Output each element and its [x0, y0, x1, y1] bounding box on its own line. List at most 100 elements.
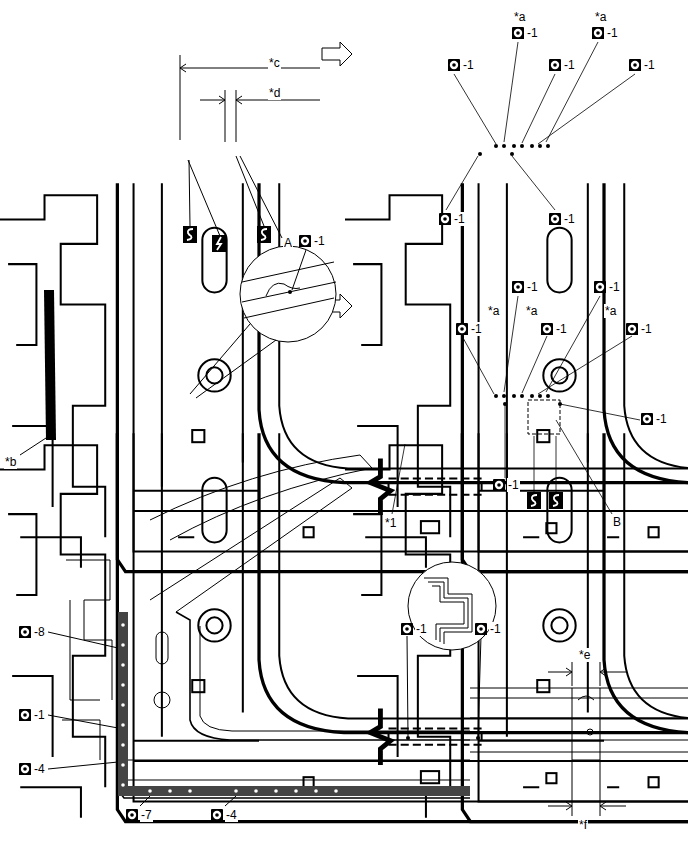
- callout-label: *1: [384, 516, 397, 530]
- zoom-circle: [240, 246, 336, 342]
- weld-symbol: [447, 58, 461, 72]
- weld-symbol: [592, 27, 604, 39]
- body-view: [48, 455, 481, 806]
- weld-symbol: [511, 280, 525, 294]
- weld-symbol: [629, 59, 641, 71]
- weld-symbol: [548, 212, 562, 226]
- weld-symbol: [299, 235, 311, 247]
- section-circle: [408, 562, 496, 650]
- weld-symbol: [18, 708, 32, 722]
- weld-callout: -4: [18, 762, 46, 776]
- weld-symbol: [456, 323, 468, 335]
- weld-symbol: [18, 762, 32, 776]
- leader-line: [392, 296, 640, 514]
- callout-label: *c: [268, 56, 281, 70]
- weld-point: [121, 623, 338, 793]
- weld-symbol: [19, 763, 31, 775]
- weld-point: [494, 394, 562, 406]
- callout-text: -1: [526, 26, 539, 40]
- weld-callout: -1: [593, 280, 621, 294]
- cut-symbol: [257, 226, 271, 243]
- section-detail: [424, 578, 472, 644]
- zoom-detail: [20, 250, 336, 455]
- sealer-band: [118, 612, 470, 796]
- weld-callout: -4: [210, 808, 238, 822]
- weld-symbol: [628, 58, 642, 72]
- weld-callout: -1: [455, 322, 483, 336]
- callout-text: -7: [140, 808, 153, 822]
- weld-symbol: [626, 323, 638, 335]
- weld-symbol: [400, 622, 414, 636]
- callout-text: -1: [470, 322, 483, 336]
- weld-callout: -1: [474, 622, 502, 636]
- weld-symbol: [548, 58, 562, 72]
- weld-callout: -1: [492, 478, 520, 492]
- callout-text: *a: [594, 10, 607, 24]
- callout-text: -1: [563, 58, 576, 72]
- leader-line: [446, 42, 635, 210]
- callout-text: -8: [33, 625, 46, 639]
- callout-label: B: [612, 515, 622, 529]
- weld-callout: -1: [548, 58, 576, 72]
- callout-text: -1: [640, 322, 653, 336]
- callout-label: *a: [604, 304, 617, 318]
- weld-symbol: [549, 59, 561, 71]
- weld-symbol: [475, 623, 487, 635]
- callout-text: -4: [225, 808, 238, 822]
- callout-text: *b: [4, 455, 17, 469]
- callout-text: -1: [563, 212, 576, 226]
- patch-outline: [528, 400, 560, 434]
- callout-text: -1: [507, 478, 520, 492]
- weld-symbol: [541, 323, 553, 335]
- weld-symbol: [401, 623, 413, 635]
- weld-point: [406, 736, 480, 740]
- callout-text: *d: [268, 86, 281, 100]
- weld-symbol: [18, 625, 32, 639]
- callout-text: -1: [555, 322, 568, 336]
- weld-symbol: [511, 26, 525, 40]
- callout-text: *a: [604, 304, 617, 318]
- cut-symbol: [212, 235, 226, 252]
- callout-text: -1: [655, 412, 668, 426]
- callout-label: *d: [268, 86, 281, 100]
- callout-text: -1: [33, 708, 46, 722]
- body-view: [0, 433, 688, 822]
- weld-symbol: [298, 234, 312, 248]
- weld-symbol: [19, 709, 31, 721]
- weld-callout: -1: [400, 622, 428, 636]
- step-arrow: [322, 42, 352, 66]
- weld-symbol: [591, 26, 605, 40]
- weld-symbol: [125, 808, 139, 822]
- weld-symbol: [512, 27, 524, 39]
- weld-symbol: [641, 413, 653, 425]
- callout-text: -1: [415, 622, 428, 636]
- weld-symbol: [474, 622, 488, 636]
- weld-symbol: [625, 322, 639, 336]
- cut-symbol: [527, 492, 541, 509]
- callout-text: -1: [313, 234, 326, 248]
- dimension: [180, 55, 320, 238]
- callout-label: *a: [487, 304, 500, 318]
- callout-text: -1: [606, 26, 619, 40]
- callout-label: *a: [513, 10, 526, 24]
- weld-symbol: [492, 478, 506, 492]
- weld-symbol: [211, 809, 223, 821]
- weld-symbol: [126, 809, 138, 821]
- callout-text: *e: [578, 648, 591, 662]
- callout-label: *a: [525, 304, 538, 318]
- weld-symbol: [439, 213, 451, 225]
- callout-text: -4: [33, 762, 46, 776]
- callout-text: -1: [608, 280, 621, 294]
- cut-symbol: [183, 226, 197, 243]
- weld-callout: -1: [447, 58, 475, 72]
- weld-symbol: [640, 412, 654, 426]
- weld-callout: -1: [298, 234, 326, 248]
- weld-callout: -1: [438, 212, 466, 226]
- weld-callout: -1: [540, 322, 568, 336]
- weld-symbol: [210, 808, 224, 822]
- weld-symbol: [455, 322, 469, 336]
- callout-text: *a: [487, 304, 500, 318]
- callout-text: A: [283, 236, 293, 250]
- callout-text: -1: [462, 58, 475, 72]
- weld-symbol: [593, 280, 607, 294]
